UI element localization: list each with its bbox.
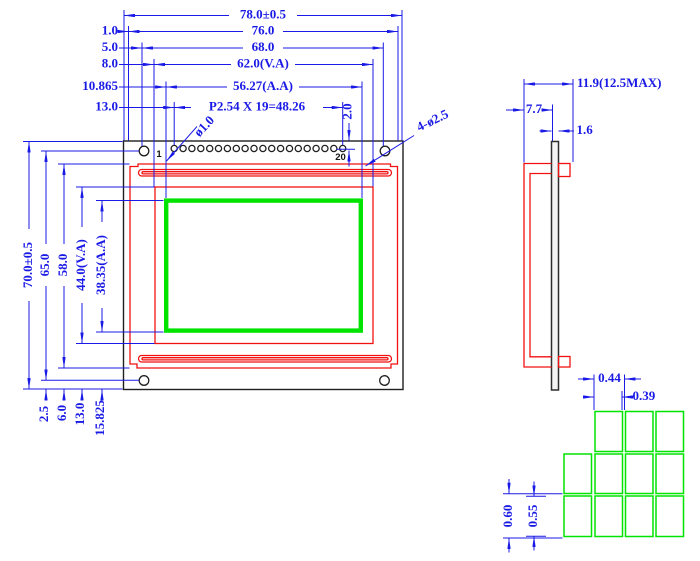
- dim-total-thickness: 11.9(12.5MAX): [577, 75, 662, 90]
- dot: [624, 453, 654, 495]
- dim-width-76: 76.0: [252, 22, 275, 37]
- pin-offset-dim: 2.0: [336, 103, 355, 167]
- dot-pitch-detail: 0.44 0.39 0.60 0.55: [500, 370, 685, 553]
- pin: [259, 144, 267, 153]
- offset-15-825: 15.825: [92, 400, 107, 436]
- pin: [214, 144, 223, 153]
- viewing-area-window: [154, 186, 374, 345]
- dot: [655, 453, 685, 495]
- dim-dot-height: 0.55: [525, 504, 540, 527]
- bezel-tab-bottom: [557, 355, 571, 368]
- dot: [655, 495, 685, 538]
- pin: [338, 144, 347, 153]
- bottom-offset-labels: 2.5 6.0 13.0 15.825: [36, 389, 107, 436]
- dim-hole-span-height: 65.0: [37, 254, 52, 277]
- dim-overall-height: 70.0±0.5: [20, 241, 35, 288]
- dim-pin-edge-offset: 2.0: [339, 103, 354, 119]
- pin: [205, 144, 214, 153]
- bezel-side-inner: [529, 172, 552, 358]
- dot: [563, 495, 593, 538]
- mounting-hole: [379, 145, 391, 157]
- pin-20-label: 20: [335, 152, 346, 163]
- offset-6-0: 6.0: [54, 405, 69, 421]
- pin: [197, 144, 205, 153]
- pin-1-label: 1: [156, 149, 162, 160]
- pcb-side-profile: [550, 140, 560, 391]
- dim-bezel-height: 58.0: [55, 254, 70, 277]
- bezel-frame: [129, 163, 399, 369]
- bezel-side-outline: [523, 162, 552, 368]
- dim-dot-width: 0.39: [633, 388, 656, 403]
- dim-dot-h-pitch: 0.44: [598, 370, 621, 385]
- pin: [276, 144, 285, 153]
- dim-overall-width: 78.0±0.5: [240, 6, 287, 21]
- dot: [594, 410, 624, 453]
- bezel-slot-bottom-inner: [141, 357, 389, 361]
- offset-8-0: 8.0: [102, 55, 118, 70]
- dot: [655, 410, 685, 453]
- dot: [563, 453, 593, 495]
- pin: [232, 144, 241, 153]
- pin: [188, 144, 196, 153]
- pin: [170, 144, 178, 153]
- dot: [624, 495, 654, 538]
- offset-1-0: 1.0: [102, 22, 118, 37]
- dim-viewing-area-height: 44.0(V.A): [73, 239, 88, 291]
- pin: [285, 144, 294, 153]
- dim-mounting-holes: 4-ø2.5: [414, 106, 451, 134]
- bezel-slot-top-inner: [141, 171, 389, 175]
- pin: [267, 144, 276, 153]
- offset-13-0: 13.0: [95, 98, 118, 113]
- pin: [321, 144, 329, 153]
- left-dimension-stack: 70.0±0.5 65.0 58.0 44.0(V.A) 38.35(A.A) …: [20, 141, 164, 436]
- dot: [594, 495, 624, 538]
- extension-lines: [523, 79, 574, 163]
- dim-bezel-to-pcb: 7.7: [526, 101, 543, 116]
- active-area: [163, 198, 364, 333]
- top-dimension-stack: 78.0±0.5 76.0 68.0 62.0(V.A) 56.27(A.A) …: [82, 6, 451, 198]
- offset-5-0: 5.0: [102, 39, 118, 54]
- pin-row: [170, 144, 347, 153]
- mounting-holes: [138, 145, 391, 386]
- pin: [312, 144, 320, 153]
- pin: [294, 144, 303, 153]
- mounting-hole: [138, 375, 150, 386]
- dim-pcb-thickness: 1.6: [577, 122, 594, 137]
- dim-pin-pitch: P2.54 X 19=48.26: [209, 98, 306, 113]
- pcb-outline: [122, 140, 404, 391]
- dim-active-area-height: 38.35(A.A): [93, 235, 108, 295]
- dim-pin-hole-dia: ø1.0: [191, 113, 217, 140]
- bezel-slot-bottom: [137, 354, 393, 363]
- pin: [223, 144, 232, 153]
- mounting-hole: [379, 375, 390, 386]
- side-view: 11.9(12.5MAX) 7.7 1.6: [506, 75, 662, 391]
- mounting-hole: [138, 145, 150, 157]
- pin: [250, 144, 258, 153]
- pin: [330, 144, 338, 153]
- dim-active-area-width: 56.27(A.A): [233, 78, 293, 93]
- pin: [303, 144, 311, 153]
- pin: [241, 144, 249, 153]
- dot: [624, 410, 654, 453]
- dim-dot-v-pitch: 0.60: [500, 505, 515, 528]
- offset-13-0-bottom: 13.0: [72, 403, 87, 426]
- offset-10-865: 10.865: [82, 78, 118, 93]
- dim-viewing-area-width: 62.0(V.A): [237, 55, 289, 70]
- offset-2-5: 2.5: [36, 405, 51, 422]
- bezel-slot-top: [137, 168, 393, 177]
- front-view: 1 20: [122, 140, 404, 391]
- bezel-tab-top: [557, 162, 571, 178]
- bezel-outline: [129, 163, 399, 369]
- dim-hole-span-width: 68.0: [252, 39, 275, 54]
- extension-lines: [123, 10, 403, 198]
- left-offset-labels: 1.0 5.0 8.0 10.865 13.0: [82, 22, 175, 113]
- pin: [179, 144, 187, 153]
- extension-lines: [23, 141, 164, 390]
- dot-grid: [563, 410, 685, 538]
- dot: [594, 453, 624, 495]
